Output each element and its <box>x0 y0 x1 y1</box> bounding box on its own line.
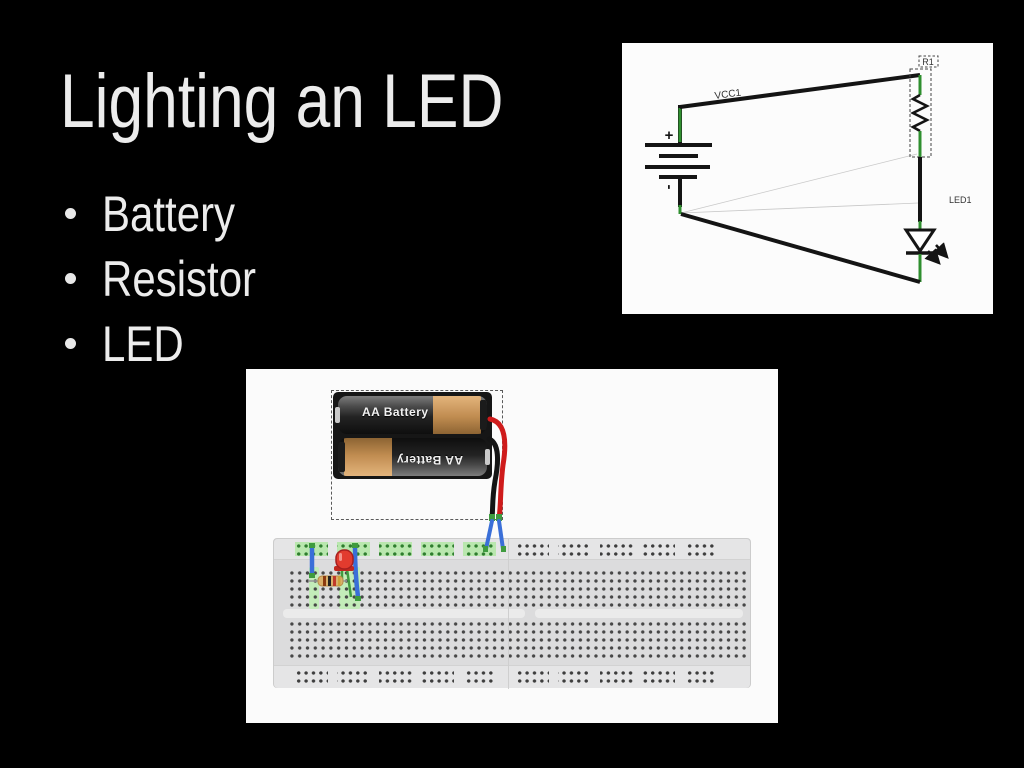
battery-tan-section <box>433 396 481 434</box>
positive-wire: VCC1 <box>679 73 921 109</box>
board-seam <box>508 539 509 689</box>
led-symbol: LED1 <box>903 195 972 282</box>
list-item: LED <box>60 311 285 376</box>
battery-contact <box>335 407 340 423</box>
circuit-schematic-panel: + - VCC1 R1 <box>622 43 993 314</box>
list-item: Battery <box>60 181 285 246</box>
annotation-lines <box>680 153 919 214</box>
terminal-rows-top <box>288 569 746 609</box>
bullet-list: Battery Resistor LED <box>60 181 285 376</box>
terminal-rows-bottom <box>288 620 746 660</box>
bottom-rail-holes-left <box>295 669 503 683</box>
breadboard-figure-panel: AA Battery AA Battery <box>246 369 778 723</box>
center-channel-right <box>535 609 743 618</box>
bullet-icon <box>65 273 76 284</box>
breadboard <box>273 538 751 689</box>
battery-cap <box>338 442 345 472</box>
circuit-schematic: + - VCC1 R1 <box>645 55 972 284</box>
resistor-symbol: R1 <box>909 55 939 158</box>
bullet-label: LED <box>102 315 184 372</box>
return-wire <box>680 212 921 284</box>
bullet-label: Battery <box>102 185 236 242</box>
bullet-icon <box>65 338 76 349</box>
led1-label: LED1 <box>949 195 972 205</box>
battery-cap <box>480 400 487 430</box>
page-title: Lighting an LED <box>60 59 504 144</box>
aa-battery-bottom: AA Battery <box>338 438 487 476</box>
battery-label: AA Battery <box>362 405 429 419</box>
top-rail-holes-right <box>516 542 717 556</box>
r1-label: R1 <box>922 57 934 67</box>
battery-holder: AA Battery AA Battery <box>333 392 492 479</box>
battery-symbol: + - <box>645 105 712 214</box>
center-channel-left <box>283 609 525 618</box>
minus-label: - <box>661 185 678 190</box>
bottom-rail-holes-right <box>516 669 717 683</box>
bullet-icon <box>65 208 76 219</box>
bullet-label: Resistor <box>102 250 257 307</box>
plus-label: + <box>665 127 674 144</box>
top-rail-holes-left <box>295 542 503 556</box>
battery-label: AA Battery <box>396 453 463 467</box>
aa-battery-top: AA Battery <box>338 396 487 434</box>
vcc1-label: VCC1 <box>714 88 742 102</box>
list-item: Resistor <box>60 246 285 311</box>
battery-contact <box>485 449 490 465</box>
